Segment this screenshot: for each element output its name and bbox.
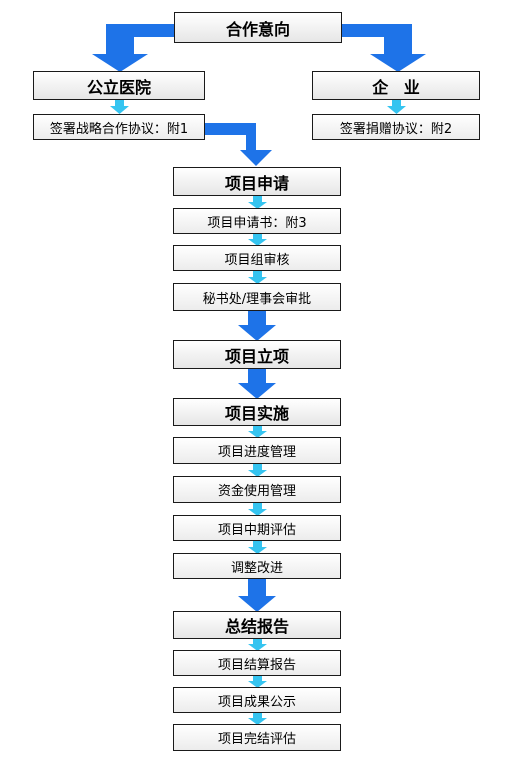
step-fund-mgmt-box: 资金使用管理: [173, 476, 341, 503]
step-midterm-eval-box: 项目中期评估: [173, 515, 341, 541]
strategic-agreement-box: 签署战略合作协议：附1: [33, 114, 205, 140]
stage-approve-box: 项目立项: [173, 340, 341, 369]
step-progress-mgmt-box: 项目进度管理: [173, 437, 341, 464]
small-arrow-apply-3: [248, 271, 267, 284]
big-arrow-to-hospital: [92, 24, 176, 72]
small-arrow-hospital: [110, 99, 129, 114]
small-arrow-apply-1: [248, 196, 267, 209]
step-results-publicity-box: 项目成果公示: [173, 687, 341, 713]
big-arrow-to-enterprise: [342, 24, 426, 72]
small-arrow-report-1: [248, 638, 267, 651]
big-arrow-to-apply: [204, 123, 272, 166]
step-settlement-report-box: 项目结算报告: [173, 650, 341, 676]
stage-apply-box: 项目申请: [173, 167, 341, 196]
small-arrow-impl-3: [248, 503, 267, 516]
step-application-form-box: 项目申请书：附3: [173, 208, 341, 234]
stage-implement-box: 项目实施: [173, 398, 341, 426]
donation-agreement-box: 签署捐赠协议：附2: [312, 114, 480, 140]
cooperation-intent-box: 合作意向: [174, 12, 342, 43]
step-team-review-box: 项目组审核: [173, 245, 341, 271]
step-board-approval-box: 秘书处/理事会审批: [173, 283, 341, 311]
big-arrow-to-implement: [238, 369, 276, 399]
small-arrow-impl-1: [248, 425, 267, 438]
small-arrow-apply-2: [248, 233, 267, 246]
small-arrow-enterprise: [387, 99, 406, 114]
small-arrow-impl-4: [248, 541, 267, 554]
step-completion-eval-box: 项目完结评估: [173, 724, 341, 751]
enterprise-box: 企 业: [312, 71, 480, 100]
small-arrow-report-2: [248, 675, 267, 688]
big-arrow-to-report: [238, 579, 276, 612]
stage-report-box: 总结报告: [173, 611, 341, 639]
big-arrow-to-approve: [238, 311, 276, 341]
step-adjust-improve-box: 调整改进: [173, 553, 341, 579]
small-arrow-report-3: [248, 712, 267, 725]
small-arrow-impl-2: [248, 464, 267, 477]
public-hospital-box: 公立医院: [33, 71, 205, 100]
